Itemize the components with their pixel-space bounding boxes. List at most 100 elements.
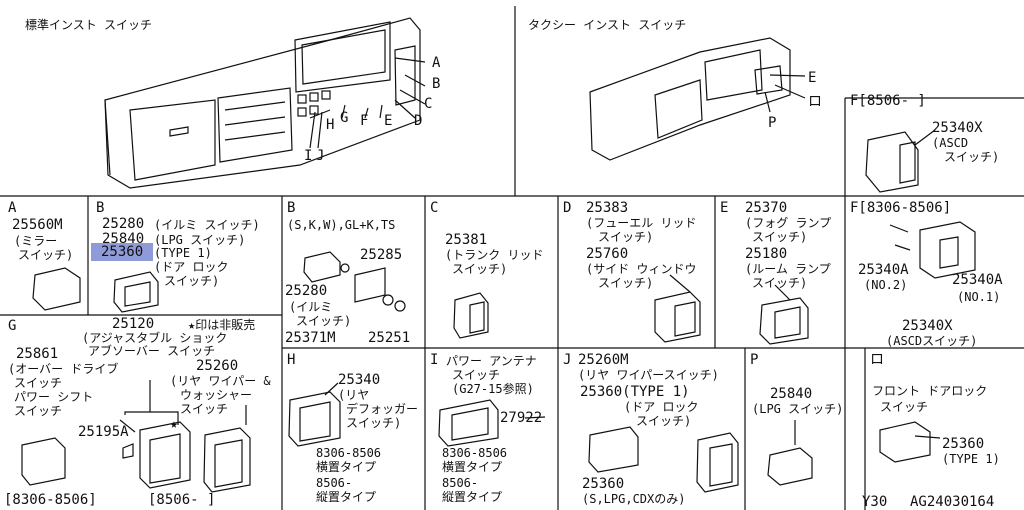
cell-j-part2: 25360(TYPE 1) <box>580 384 690 400</box>
cell-g-range2: [8506- ] <box>148 492 216 508</box>
star-icon: ★ <box>170 417 178 432</box>
cell-d-note1: (フューエル リッド <box>586 216 697 230</box>
box-f-range: F[8506- ] <box>850 93 926 109</box>
taxi-callout-e: E <box>808 70 817 86</box>
cell-h-note3: スイッチ) <box>346 416 402 430</box>
cell-g-part1: 25861 <box>16 346 59 362</box>
cell-j-note1: (リヤ ワイパースイッチ) <box>578 368 719 382</box>
cell-b2-part2: 25280 <box>285 283 328 299</box>
cell-b1-part3-highlight: 25360 <box>91 243 154 261</box>
callout-a: A <box>432 55 441 71</box>
cell-i-note1: パワー アンテナ <box>446 354 537 368</box>
cell-h-part1: 25340 <box>338 372 381 388</box>
cell-b1-part1: 25280 <box>102 216 145 232</box>
cell-b2-part4: 25251 <box>368 330 411 346</box>
cell-a-part: 25560M <box>12 217 63 233</box>
cell-g-note7: スイッチ <box>180 402 229 416</box>
cell-g-main-note2: アブソーバー スイッチ <box>88 344 216 358</box>
cell-d-part2: 25760 <box>586 246 629 262</box>
cell-f-note1: (NO.2) <box>864 278 908 292</box>
box-f-note2: スイッチ) <box>944 150 1000 164</box>
cell-o-part1: 25360 <box>942 436 985 452</box>
cell-b1-desc5: スイッチ) <box>164 274 220 288</box>
cell-g-note4: スイッチ <box>14 404 63 418</box>
cell-g-main-note1: (アジャスタブル ショック <box>82 331 228 345</box>
cell-g-note3: パワー シフト <box>14 390 94 404</box>
cell-h-range2: 8506- <box>316 476 353 490</box>
cell-g-note6: ウォッシャー <box>180 388 253 402</box>
cell-b2-part1: 25285 <box>360 247 403 263</box>
cell-b2-letter: B <box>287 200 296 216</box>
box-f-part: 25340X <box>932 120 983 136</box>
standard-dashboard-drawing <box>104 17 426 189</box>
cell-h-range1-type: 横置タイプ <box>316 460 377 474</box>
cell-i-range1: 8306-8506 <box>442 446 508 460</box>
cell-j-part1: 25260M <box>578 352 629 368</box>
cell-e-note3: (ルーム ランプ <box>745 262 831 276</box>
cell-b1-letter: B <box>96 200 105 216</box>
callout-i: I <box>304 148 313 164</box>
cell-b2-note1: (イルミ <box>289 300 333 314</box>
cell-h-letter: H <box>287 352 296 368</box>
cell-j-note4: (S,LPG,CDXのみ) <box>582 492 686 506</box>
cell-g-note1: (オーバー ドライブ <box>8 362 119 376</box>
cell-f-note2: (NO.1) <box>957 290 1001 304</box>
cell-b2-note2: スイッチ) <box>296 314 352 328</box>
cell-g-letter: G <box>8 318 17 334</box>
cell-i-range2-type: 縦置タイプ <box>442 490 503 504</box>
cell-b1-desc3: (TYPE 1) <box>154 246 212 260</box>
callout-c: C <box>424 96 433 112</box>
cell-b1-desc2: (LPG スイッチ) <box>154 233 246 247</box>
box-f-note1: (ASCD <box>932 136 969 150</box>
cell-h-range1: 8306-8506 <box>316 446 382 460</box>
cell-d-letter: D <box>563 200 572 216</box>
cell-a-note2: スイッチ) <box>18 248 74 262</box>
cell-o-note3: (TYPE 1) <box>942 452 1000 466</box>
taxi-panel-title: タクシー インスト スイッチ <box>528 18 687 32</box>
cell-h-note2: デフォッガー <box>346 402 419 416</box>
cell-e-letter: E <box>720 200 729 216</box>
cell-e-part2: 25180 <box>745 246 788 262</box>
cell-j-note2: (ドア ロック <box>624 400 699 414</box>
cell-b1-desc4: (ドア ロック <box>154 260 229 274</box>
cell-g-part3: 25195A <box>78 424 129 440</box>
standard-panel-title: 標準インスト スイッチ <box>25 18 152 32</box>
taxi-callout-p: P <box>768 115 777 131</box>
cell-g-star-note: ★印は非販売 <box>188 318 256 332</box>
cell-o-note2: スイッチ <box>880 400 929 414</box>
cell-d-note2: スイッチ) <box>598 230 654 244</box>
cell-g-note2: スイッチ <box>14 376 63 390</box>
cell-i-note3: (G27-15参照) <box>452 382 534 396</box>
cell-e-note4: スイッチ) <box>752 276 808 290</box>
cell-i-letter: I <box>430 352 439 368</box>
callout-j: J <box>316 148 325 164</box>
cell-f-range: F[8306-8506] <box>850 200 952 216</box>
cell-f-part2: 25340A <box>952 272 1003 288</box>
cell-i-note2: スイッチ <box>452 368 501 382</box>
cell-h-note1: (リヤ <box>338 388 370 402</box>
callout-g: G <box>340 110 349 126</box>
cell-g-part2: 25260 <box>196 358 239 374</box>
callout-d: D <box>414 113 423 129</box>
callout-h: H <box>326 117 335 133</box>
callout-f: F <box>360 113 369 129</box>
cell-d-note4: スイッチ) <box>598 276 654 290</box>
taxi-dashboard-drawing <box>589 37 806 161</box>
cell-b2-part3: 25371M <box>285 330 336 346</box>
cell-i-range1-type: 横置タイプ <box>442 460 503 474</box>
cell-d-part1: 25383 <box>586 200 629 216</box>
cell-g-main-part: 25120 <box>112 316 155 332</box>
cell-a-note1: (ミラー <box>14 234 58 248</box>
callout-e: E <box>384 113 393 129</box>
cell-e-part1: 25370 <box>745 200 788 216</box>
cell-c-note2: スイッチ) <box>452 262 508 276</box>
cell-c-note1: (トランク リッド <box>445 248 544 262</box>
cell-d-note3: (サイド ウィンドウ <box>586 262 697 276</box>
callout-b: B <box>432 76 441 92</box>
cell-f-part1: 25340A <box>858 262 909 278</box>
cell-c-part: 25381 <box>445 232 488 248</box>
cell-j-note3: スイッチ) <box>636 414 692 428</box>
cell-g-note5: (リヤ ワイパー & <box>170 374 271 388</box>
cell-p-letter: P <box>750 352 759 368</box>
model-code: Y30 <box>862 494 888 510</box>
